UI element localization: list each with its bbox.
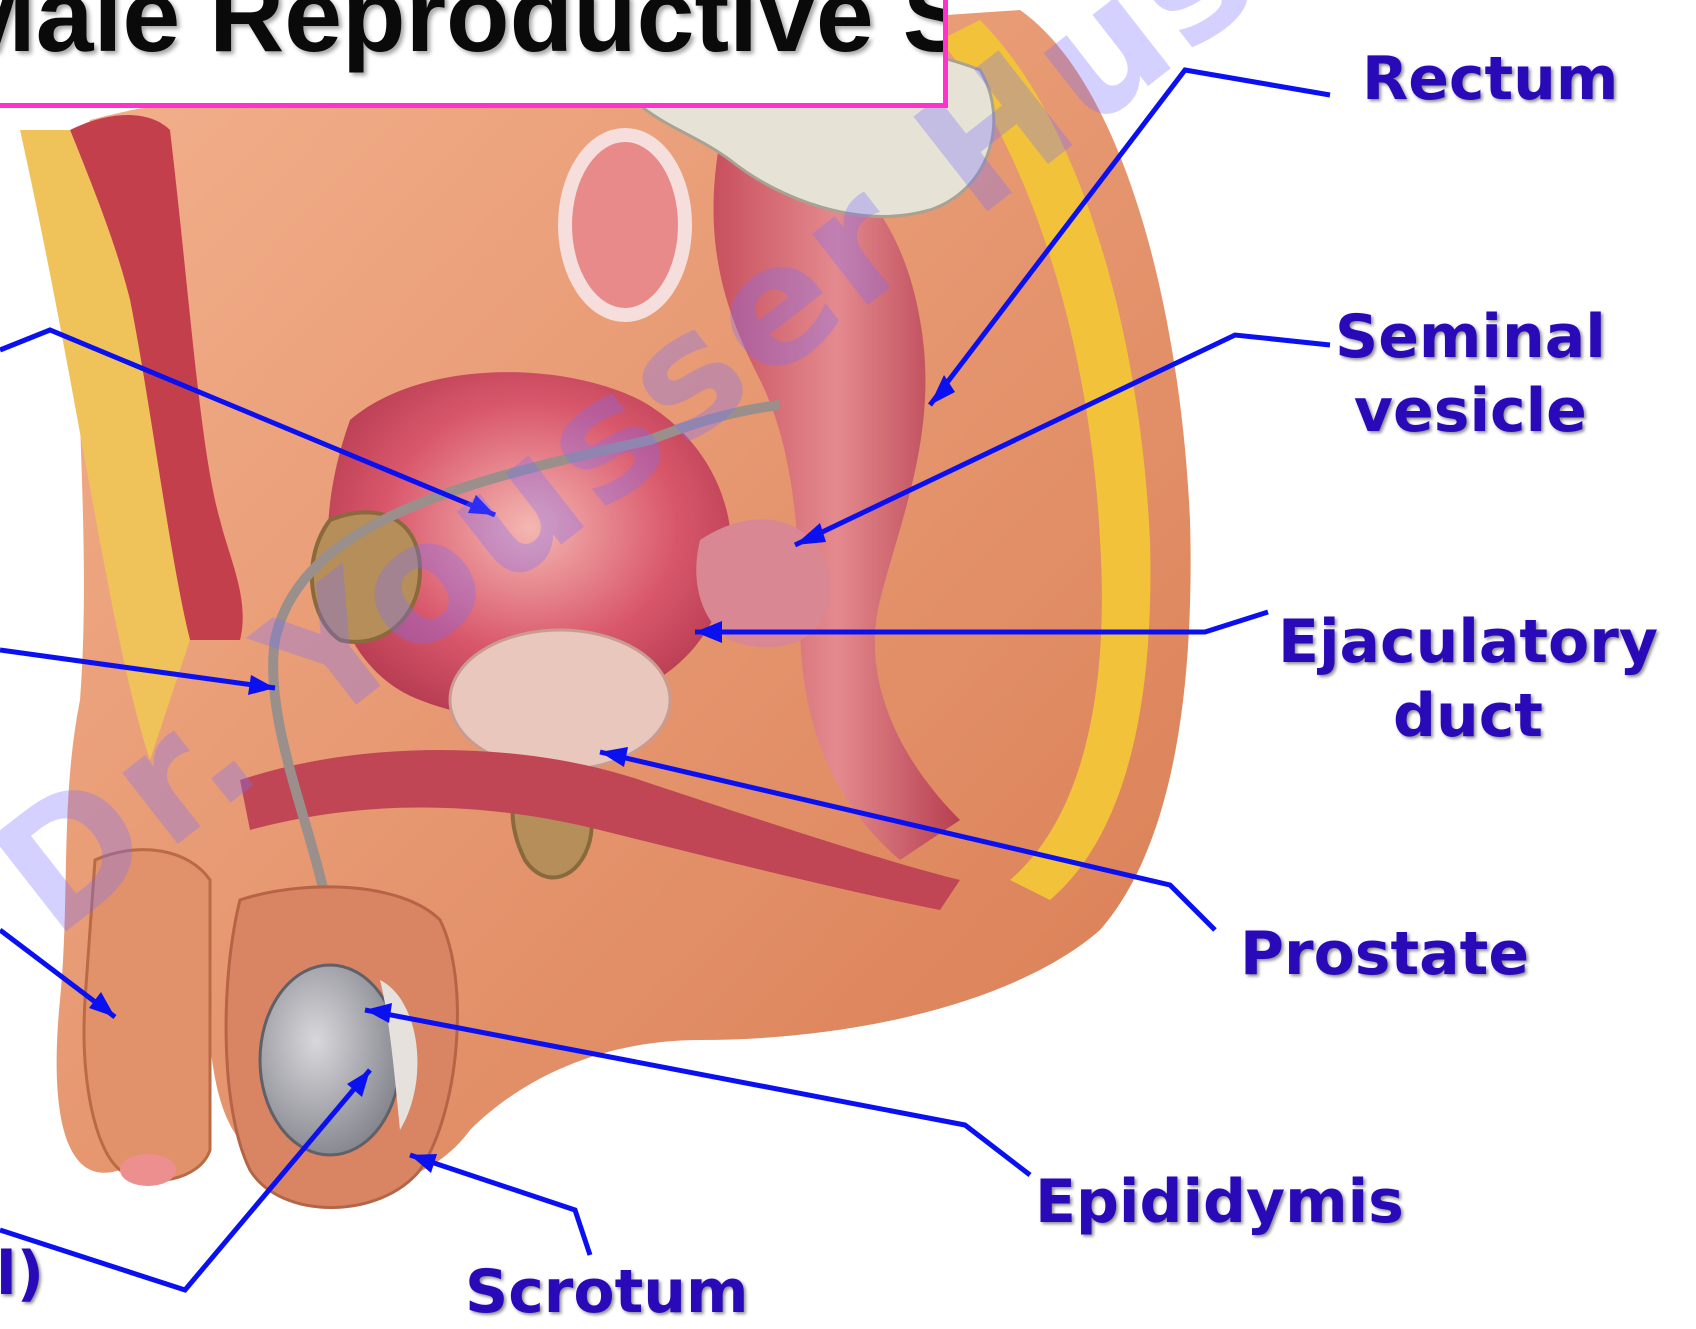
label-rectum-text: Rectum xyxy=(1362,44,1618,114)
glans xyxy=(120,1154,176,1186)
label-prostate: Prostate xyxy=(1240,917,1529,991)
label-seminal-vesicle-line2: vesicle xyxy=(1335,374,1606,448)
label-testis-partial-text: l) xyxy=(0,1239,44,1309)
label-testis-partial: l) xyxy=(0,1237,44,1311)
label-epididymis-text: Epididymis xyxy=(1035,1167,1404,1237)
testis xyxy=(260,965,400,1155)
label-prostate-text: Prostate xyxy=(1240,919,1529,989)
label-ejaculatory-duct: Ejaculatory duct xyxy=(1278,605,1658,753)
label-ejaculatory-duct-line2: duct xyxy=(1278,679,1658,753)
page-title: Male Reproductive System xyxy=(0,0,948,76)
label-epididymis: Epididymis xyxy=(1035,1165,1404,1239)
label-seminal-vesicle-line1: Seminal xyxy=(1335,300,1606,374)
label-seminal-vesicle: Seminal vesicle xyxy=(1335,300,1606,448)
label-scrotum-text: Scrotum xyxy=(465,1257,749,1327)
title-box: Male Reproductive System xyxy=(0,0,948,108)
pointer-scrotum xyxy=(410,1155,590,1255)
label-rectum: Rectum xyxy=(1362,42,1618,116)
label-scrotum: Scrotum xyxy=(465,1255,749,1329)
label-ejaculatory-duct-line1: Ejaculatory xyxy=(1278,605,1658,679)
